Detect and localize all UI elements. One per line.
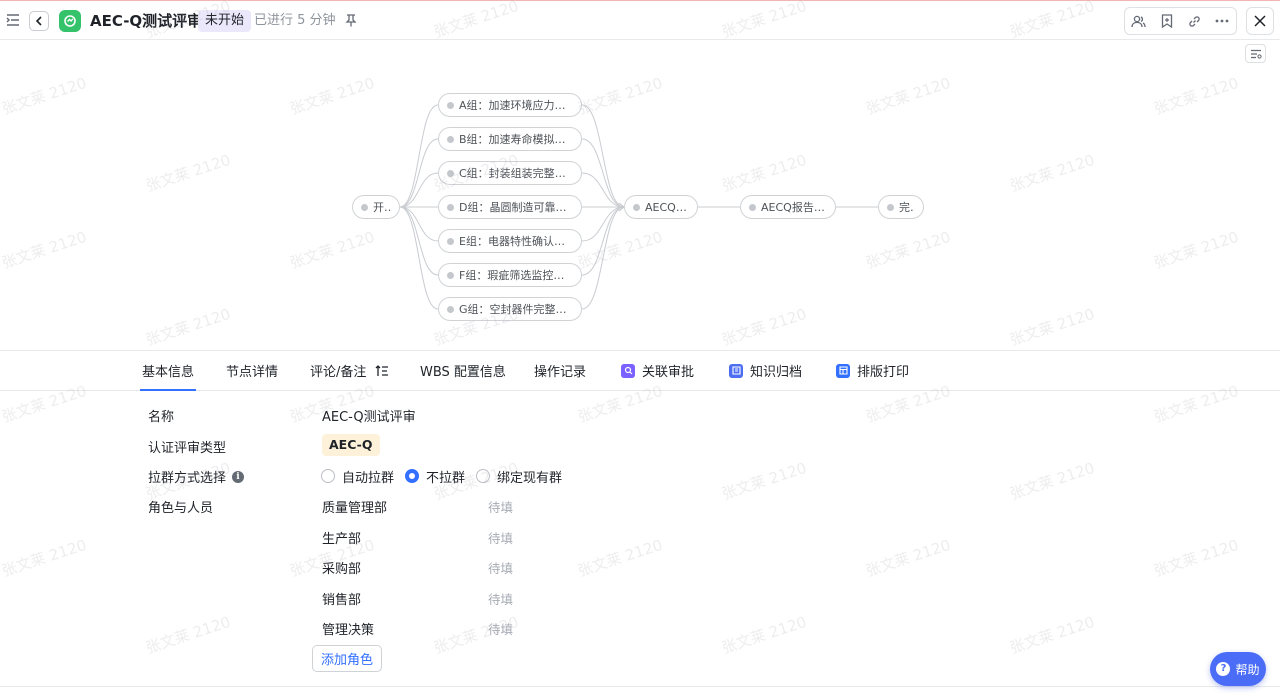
watermark-text: 张文莱 2120 — [1007, 458, 1097, 504]
status-badge: 未开始 — [198, 10, 252, 32]
page-title: AEC-Q测试评审 — [90, 12, 203, 30]
tab-knowledge-archive[interactable]: 知识归档 — [729, 351, 802, 390]
radio-bind-existing-group[interactable]: 绑定现有群 — [476, 467, 562, 486]
radio-auto-group[interactable]: 自动拉群 — [321, 467, 394, 486]
flow-node-group-g[interactable]: G组：空封器件完整性测试 — [438, 297, 582, 321]
tab-comments[interactable]: 评论/备注 — [310, 351, 389, 390]
review-type-label: 认证评审类型 — [148, 441, 227, 456]
flow-node-start[interactable]: 开始 — [352, 195, 400, 219]
flow-node-group-b[interactable]: B组：加速寿命模拟测试 — [438, 127, 582, 151]
name-label: 名称 — [148, 410, 175, 425]
close-icon — [1254, 15, 1266, 27]
radio-circle — [476, 469, 491, 483]
watermark-text: 张文莱 2120 — [719, 612, 809, 658]
role-member-field[interactable]: 待填 — [488, 592, 514, 607]
watermark-text: 张文莱 2120 — [1151, 535, 1241, 581]
watermark-text: 张文莱 2120 — [143, 612, 233, 658]
role-name: 质量管理部 — [322, 501, 388, 516]
link-icon[interactable] — [1181, 8, 1209, 34]
flow-node-report-review[interactable]: AECQ报告评审 — [740, 195, 836, 219]
role-member-field[interactable]: 待填 — [488, 622, 514, 637]
radio-circle-checked — [405, 469, 420, 483]
status-dot — [447, 135, 454, 143]
tab-related-approval[interactable]: 关联审批 — [621, 351, 694, 390]
detail-tabs: 基本信息 节点详情 评论/备注 WBS 配置信息 操作记录 关联审批 知识归档 … — [0, 350, 1280, 391]
view-settings-icon[interactable] — [1245, 44, 1266, 63]
watermark-text: 张文莱 2120 — [863, 535, 953, 581]
group-method-label: 拉群方式选择 i — [148, 467, 245, 486]
members-icon[interactable] — [1125, 8, 1153, 34]
approval-icon — [621, 363, 635, 378]
watermark-text: 张文莱 2120 — [575, 535, 665, 581]
back-button[interactable] — [29, 11, 49, 31]
flow-node-group-c[interactable]: C组：封装组装完整性测试 — [438, 161, 582, 185]
help-button[interactable]: ? 帮助 — [1210, 652, 1266, 686]
chevron-left-icon — [35, 16, 42, 26]
watermark-text: 张文莱 2120 — [0, 535, 89, 581]
sidebar-toggle-icon[interactable] — [4, 11, 22, 29]
role-name: 采购部 — [322, 562, 362, 577]
flow-node-group-a[interactable]: A组：加速环境应力测试 — [438, 93, 582, 117]
role-name: 生产部 — [322, 532, 362, 547]
flow-node-group-d[interactable]: D组：晶圆制造可靠度测试 — [438, 195, 582, 219]
role-name: 管理决策 — [322, 623, 375, 638]
flow-node-group-f[interactable]: F组：瑕疵筛选监控测试 — [438, 263, 582, 287]
tab-basic-info[interactable]: 基本信息 — [139, 351, 197, 391]
flow-node-report[interactable]: AECQ报告 — [624, 195, 698, 219]
process-flow-diagram: 开始 A组：加速环境应力测试 B组：加速寿命模拟测试 C组：封装组装完整性测试 … — [0, 41, 1280, 350]
tab-operation-log[interactable]: 操作记录 — [534, 365, 587, 380]
roles-label: 角色与人员 — [148, 501, 214, 516]
flow-edges — [399, 104, 878, 310]
role-member-field[interactable]: 待填 — [488, 531, 514, 546]
elapsed-time: 已进行 5 分钟 — [254, 13, 336, 28]
sort-icon[interactable] — [375, 364, 389, 377]
status-dot — [749, 203, 756, 211]
tab-node-details[interactable]: 节点详情 — [226, 365, 279, 380]
role-member-field[interactable]: 待填 — [488, 500, 514, 515]
status-dot — [361, 203, 368, 211]
name-value[interactable]: AEC-Q测试评审 — [322, 410, 416, 425]
status-dot — [447, 101, 454, 109]
top-bar: AEC-Q测试评审 未开始 已进行 5 分钟 — [0, 0, 1280, 40]
tab-wbs-config[interactable]: WBS 配置信息 — [420, 365, 506, 380]
header-toolbar — [1124, 7, 1237, 35]
status-dot — [633, 203, 640, 211]
bookmark-add-icon[interactable] — [1153, 8, 1181, 34]
app-logo-icon — [59, 10, 81, 32]
flow-node-group-e[interactable]: E组：电器特性确认测试 — [438, 229, 582, 253]
add-role-button[interactable]: 添加角色 — [312, 645, 382, 672]
review-type-tag[interactable]: AEC-Q — [322, 434, 380, 456]
info-icon[interactable]: i — [232, 470, 245, 483]
status-dot — [447, 203, 454, 211]
watermark-text: 张文莱 2120 — [1007, 612, 1097, 658]
close-button[interactable] — [1246, 7, 1274, 35]
status-dot — [447, 271, 454, 279]
watermark-text: 张文莱 2120 — [719, 458, 809, 504]
status-dot — [447, 169, 454, 177]
help-icon: ? — [1216, 662, 1231, 676]
role-member-field[interactable]: 待填 — [488, 561, 514, 576]
flow-node-end[interactable]: 完成 — [878, 195, 924, 219]
more-icon[interactable] — [1208, 8, 1236, 34]
group-method-radio-group: 自动拉群 不拉群 绑定现有群 — [321, 466, 573, 486]
tab-print-layout[interactable]: 排版打印 — [836, 351, 909, 390]
radio-no-group[interactable]: 不拉群 — [405, 467, 465, 486]
status-dot — [447, 237, 454, 245]
pin-icon[interactable] — [342, 11, 360, 29]
status-dot — [447, 305, 454, 313]
archive-icon — [729, 363, 743, 378]
divider — [0, 686, 1280, 687]
status-dot — [887, 203, 894, 211]
radio-circle — [321, 469, 335, 483]
role-name: 销售部 — [322, 593, 362, 608]
print-layout-icon — [836, 363, 850, 378]
